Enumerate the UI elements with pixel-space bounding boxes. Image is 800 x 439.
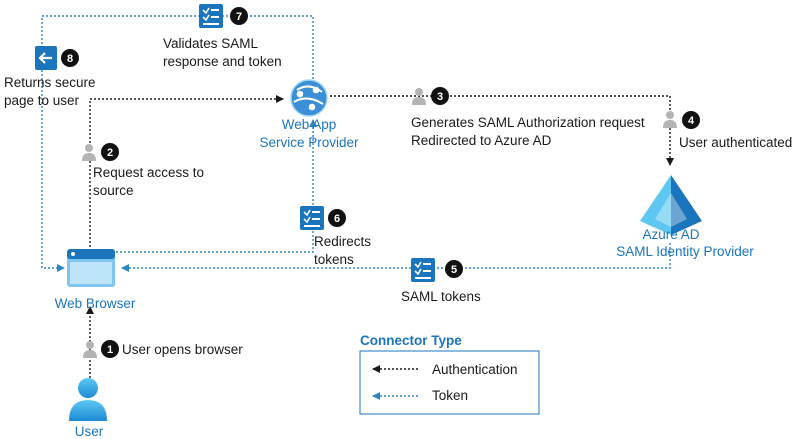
- step-3-label-line1: Generates SAML Authorization request: [411, 115, 645, 130]
- step-8-label-line1: Returns secure: [4, 75, 96, 90]
- person-icon: [663, 111, 677, 128]
- legend-auth-label: Authentication: [432, 362, 518, 377]
- svg-text:4: 4: [688, 115, 695, 127]
- step-7-label-line2: response and token: [163, 54, 282, 69]
- step-badge-1: [101, 340, 119, 358]
- step-8-label-line2: page to user: [4, 93, 80, 108]
- token-connector-azuread-to-browser: [121, 243, 671, 272]
- token-connector-browser-to-webapp: [116, 119, 317, 253]
- step-badge-7: [230, 7, 248, 25]
- legend-box: [359, 350, 540, 415]
- legend-token-label: Token: [432, 388, 468, 403]
- web-app-icon: [290, 79, 328, 117]
- step-5-label: SAML tokens: [401, 289, 481, 304]
- svg-text:3: 3: [437, 91, 443, 103]
- step-1-label: User opens browser: [122, 342, 243, 357]
- person-icon: [82, 144, 96, 161]
- step-badge-5: [445, 260, 463, 278]
- web-browser-label: Web Browser: [55, 296, 136, 311]
- step-7-label-line1: Validates SAML: [163, 36, 259, 51]
- step-2-label-line1: Request access to: [93, 165, 204, 180]
- auth-connector-webapp-to-azuread: [330, 95, 674, 166]
- person-icon: [83, 341, 97, 358]
- azure-ad-label: Azure AD: [642, 227, 699, 242]
- token-connector-return-to-browser: [41, 15, 314, 272]
- auth-connector-browser-to-webapp: [89, 95, 284, 247]
- step-badge-8: [61, 49, 79, 67]
- web-app-sublabel: Service Provider: [259, 135, 359, 150]
- step-3-label-line2: Redirected to Azure AD: [411, 133, 552, 148]
- document-check-icon: [411, 258, 435, 282]
- user-label: User: [75, 424, 104, 439]
- azure-ad-pyramid-icon: [640, 175, 702, 235]
- svg-text:6: 6: [334, 213, 340, 225]
- user-person-icon: [69, 378, 107, 421]
- step-4-label: User authenticated: [679, 135, 792, 150]
- document-check-icon: [300, 206, 324, 230]
- document-check-icon: [199, 4, 223, 28]
- browser-window-icon: [67, 249, 115, 287]
- svg-text:7: 7: [236, 11, 242, 23]
- azure-ad-sublabel: SAML Identity Provider: [616, 244, 754, 259]
- step-2-label-line2: source: [93, 183, 134, 198]
- legend-title: Connector Type: [360, 333, 462, 348]
- step-badge-3: [431, 87, 449, 105]
- svg-text:5: 5: [451, 264, 457, 276]
- svg-text:8: 8: [67, 53, 73, 65]
- step-6-label-line2: tokens: [314, 252, 354, 267]
- web-app-label: Web App: [282, 117, 337, 132]
- svg-text:1: 1: [107, 344, 113, 356]
- step-badge-4: [682, 111, 700, 129]
- person-icon: [412, 88, 426, 105]
- step-badge-6: [328, 209, 346, 227]
- step-6-label-line1: Redirects: [314, 234, 371, 249]
- svg-text:2: 2: [107, 147, 113, 159]
- return-arrow-icon: [35, 46, 57, 70]
- step-badge-2: [101, 143, 119, 161]
